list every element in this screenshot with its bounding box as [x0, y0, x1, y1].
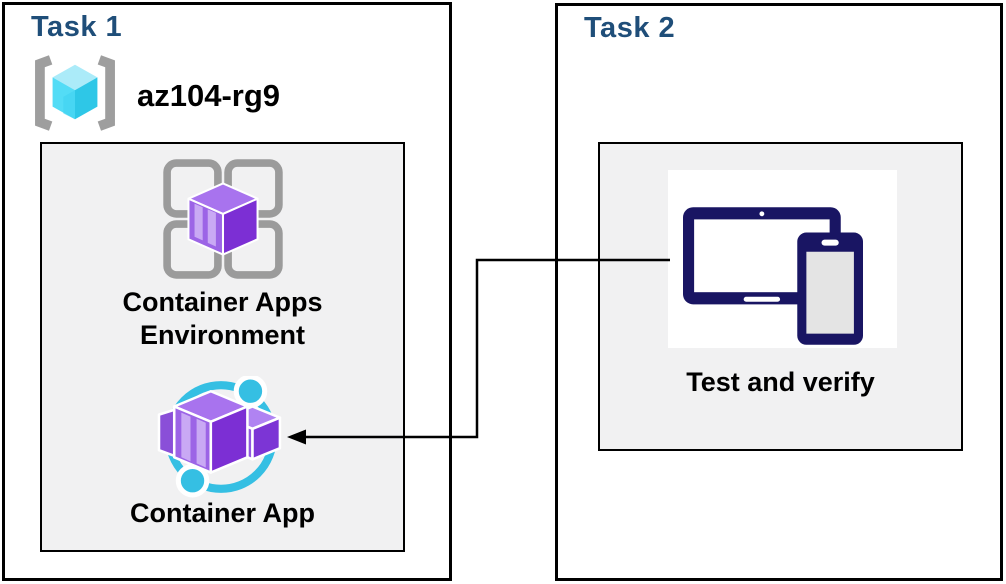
- task1-panel: Task 1 az104-rg9: [2, 2, 452, 581]
- resource-group-row: az104-rg9: [31, 55, 280, 136]
- azure-resource-group-icon: [31, 55, 119, 136]
- container-app-icon: [155, 374, 289, 505]
- devices-image-background: [668, 170, 897, 348]
- test-and-verify-label: Test and verify: [686, 367, 875, 397]
- container-app-label: Container App: [130, 498, 315, 528]
- container-apps-group-panel: Container Apps Environment Cont: [40, 142, 405, 552]
- task2-panel: Task 2 Test and verify: [555, 3, 1003, 581]
- task2-title: Task 2: [584, 12, 676, 44]
- container-apps-environment-icon: [161, 157, 285, 286]
- tablet-and-phone-icon: [683, 205, 863, 350]
- environment-label: Container Apps Environment: [122, 287, 323, 350]
- test-and-verify-panel: Test and verify: [598, 142, 963, 451]
- task1-title: Task 1: [31, 11, 123, 43]
- resource-group-name: az104-rg9: [137, 77, 281, 113]
